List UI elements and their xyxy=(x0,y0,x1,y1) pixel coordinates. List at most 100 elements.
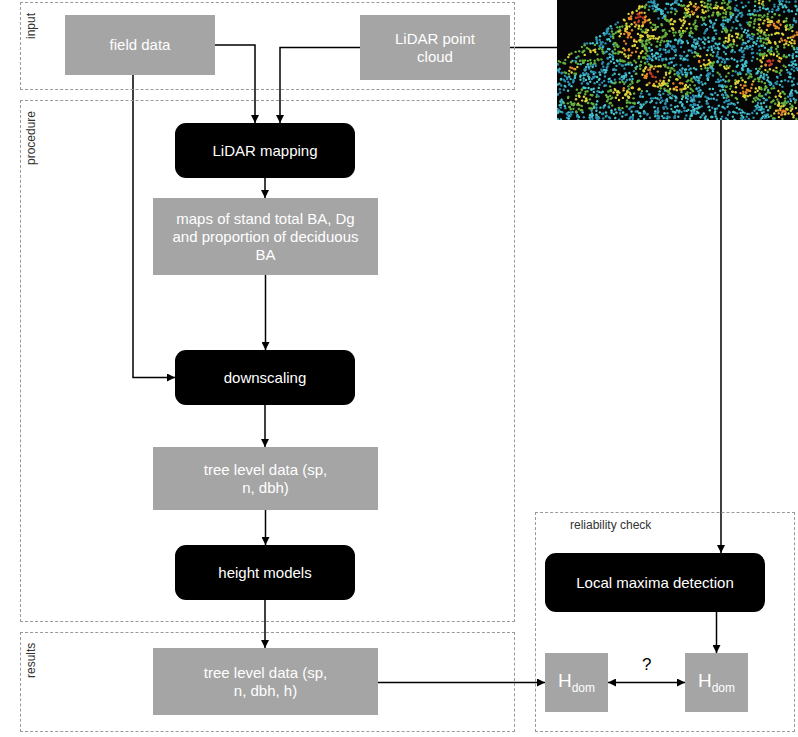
cloud-point xyxy=(636,81,638,83)
cloud-point xyxy=(780,114,782,116)
cloud-point xyxy=(782,91,784,93)
cloud-point xyxy=(672,31,674,33)
cloud-point xyxy=(704,82,706,84)
cloud-point xyxy=(573,103,575,105)
cloud-point xyxy=(712,26,714,28)
cloud-point xyxy=(695,3,697,5)
cloud-point xyxy=(612,91,614,93)
cloud-point xyxy=(668,89,670,91)
cloud-point xyxy=(786,24,788,26)
cloud-point xyxy=(672,82,674,84)
cloud-point xyxy=(766,29,768,31)
cloud-point xyxy=(724,19,726,21)
cloud-point xyxy=(624,30,626,32)
cloud-point xyxy=(699,89,701,91)
cloud-point xyxy=(622,81,624,83)
cloud-point xyxy=(588,48,590,50)
cloud-point xyxy=(586,42,588,44)
cloud-point xyxy=(650,26,652,28)
cloud-point xyxy=(709,20,711,22)
cloud-point xyxy=(722,44,724,46)
cloud-point xyxy=(739,92,741,94)
cloud-point xyxy=(700,81,702,83)
cloud-point xyxy=(557,63,559,65)
cloud-point xyxy=(721,85,723,87)
cloud-point xyxy=(722,0,724,1)
cloud-point xyxy=(746,36,748,38)
cloud-point xyxy=(715,4,717,6)
cloud-point xyxy=(582,86,584,88)
cloud-point xyxy=(759,6,761,8)
cloud-point xyxy=(724,28,726,30)
cloud-point xyxy=(587,63,589,65)
cloud-point xyxy=(676,89,678,91)
cloud-point xyxy=(578,50,580,52)
cloud-point xyxy=(751,48,753,50)
cloud-point xyxy=(753,23,755,25)
cloud-point xyxy=(731,49,733,51)
cloud-point xyxy=(744,81,746,83)
cloud-point xyxy=(626,105,628,107)
cloud-point xyxy=(588,78,590,80)
cloud-point xyxy=(611,104,613,106)
cloud-point xyxy=(698,44,700,46)
cloud-point xyxy=(777,9,779,11)
cloud-point xyxy=(714,47,716,49)
cloud-point xyxy=(681,82,683,84)
cloud-point xyxy=(618,73,620,75)
cloud-point xyxy=(583,116,585,118)
cloud-point xyxy=(715,33,717,35)
cloud-point xyxy=(707,119,709,120)
cloud-point xyxy=(572,79,574,81)
cloud-point xyxy=(634,44,636,46)
cloud-point xyxy=(605,114,607,116)
cloud-point xyxy=(585,99,587,101)
cloud-point xyxy=(668,62,670,64)
flow-arrow xyxy=(215,45,255,123)
cloud-point xyxy=(673,20,675,22)
cloud-point xyxy=(614,89,616,91)
cloud-point xyxy=(796,67,798,69)
cloud-point xyxy=(721,94,723,96)
cloud-point xyxy=(582,72,584,74)
cloud-point xyxy=(713,98,715,100)
cloud-point xyxy=(722,88,724,90)
cloud-point xyxy=(650,0,652,2)
cloud-point xyxy=(689,92,691,94)
cloud-point xyxy=(616,59,618,61)
cloud-point xyxy=(671,47,673,49)
cloud-point xyxy=(701,24,703,26)
cloud-point xyxy=(645,84,647,86)
cloud-point xyxy=(707,49,709,51)
cloud-point xyxy=(682,96,684,98)
cloud-point xyxy=(767,25,769,27)
cloud-point xyxy=(722,58,724,60)
cloud-point xyxy=(656,40,658,42)
cloud-point xyxy=(577,92,579,94)
cloud-point xyxy=(665,58,667,60)
cloud-point xyxy=(628,96,630,98)
cloud-point xyxy=(651,75,653,77)
cloud-point xyxy=(574,60,576,62)
cloud-point xyxy=(701,114,703,116)
cloud-point xyxy=(645,42,647,44)
cloud-point xyxy=(585,66,587,68)
cloud-point xyxy=(736,44,738,46)
cloud-point xyxy=(652,35,654,37)
cloud-point xyxy=(674,111,676,113)
cloud-point xyxy=(775,96,777,98)
cloud-point xyxy=(674,8,676,10)
cloud-point xyxy=(682,24,684,26)
cloud-point xyxy=(648,57,650,59)
cloud-point xyxy=(621,107,623,109)
cloud-point xyxy=(747,40,749,42)
cloud-point xyxy=(777,112,779,114)
cloud-point xyxy=(594,75,596,77)
cloud-point xyxy=(731,57,733,59)
cloud-point xyxy=(736,36,738,38)
cloud-point xyxy=(680,46,682,48)
cloud-point xyxy=(715,1,717,3)
cloud-point xyxy=(618,99,620,101)
cloud-point xyxy=(640,92,642,94)
cloud-point xyxy=(575,95,577,97)
